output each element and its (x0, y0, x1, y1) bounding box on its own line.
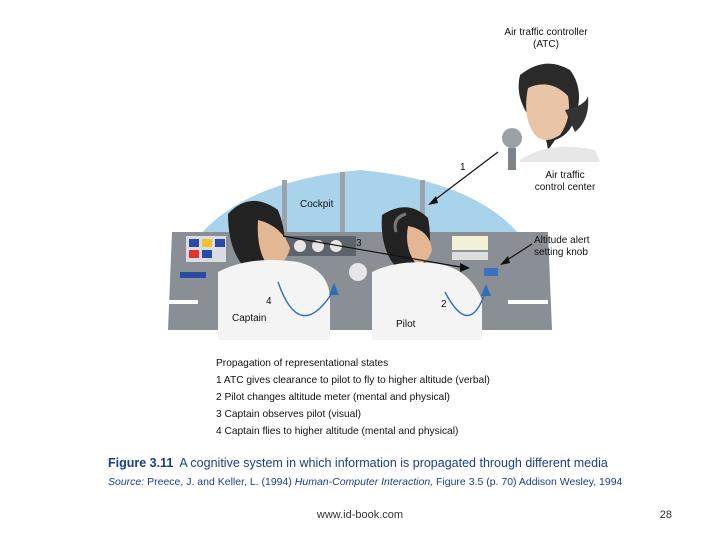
step-label-3: 3 (356, 238, 362, 249)
arrows (277, 151, 533, 317)
legend-title: Propagation of representational states (216, 358, 389, 369)
step-label-1: 1 (460, 162, 466, 173)
captain-figure (218, 200, 330, 340)
figure-caption: Figure 3.11 A cognitive system in which i… (108, 456, 608, 470)
source-rest: Figure 3.5 (p. 70) Addison Wesley, 1994 (433, 476, 623, 488)
step-label-4: 4 (266, 296, 272, 307)
legend-item-4: 4 Captain flies to higher altitude (ment… (216, 426, 459, 437)
source-authors: Preece, J. and Keller, L. (1994) (144, 476, 295, 488)
microphone (502, 128, 522, 170)
step-label-2: 2 (441, 299, 447, 310)
altitude-alert-line1: Altitude alert (534, 235, 590, 246)
atc-person (518, 63, 600, 162)
atc-center-label: Air traffic control center (525, 170, 605, 194)
cockpit-label: Cockpit (300, 199, 334, 210)
atc-title-line2: (ATC) (533, 39, 559, 50)
legend-item-2: 2 Pilot changes altitude meter (mental a… (216, 392, 450, 403)
pilot-figure (372, 207, 482, 340)
atc-title: Air traffic controller (ATC) (496, 27, 596, 51)
footer-url[interactable]: www.id-book.com (316, 509, 404, 521)
source-label: Source: (108, 476, 145, 488)
atc-center-line1: Air traffic (545, 170, 585, 181)
atc-title-line1: Air traffic controller (504, 27, 588, 38)
altitude-alert-label: Altitude alert setting knob (534, 235, 590, 259)
captain-label: Captain (232, 313, 267, 324)
legend: Propagation of representational states 1… (216, 355, 490, 440)
pilot-label: Pilot (396, 319, 416, 330)
figure-number: Figure 3.11 (108, 456, 174, 470)
atc-center-line2: control center (534, 182, 596, 193)
altitude-alert-line2: setting knob (534, 247, 588, 258)
legend-item-1: 1 ATC gives clearance to pilot to fly to… (216, 375, 490, 386)
page-number: 28 (659, 509, 672, 521)
figure-caption-text: A cognitive system in which information … (179, 456, 608, 470)
legend-item-3: 3 Captain observes pilot (visual) (216, 409, 361, 420)
source-title: Human-Computer Interaction, (294, 476, 434, 488)
figure-source: Source: Preece, J. and Keller, L. (1994)… (108, 476, 622, 488)
